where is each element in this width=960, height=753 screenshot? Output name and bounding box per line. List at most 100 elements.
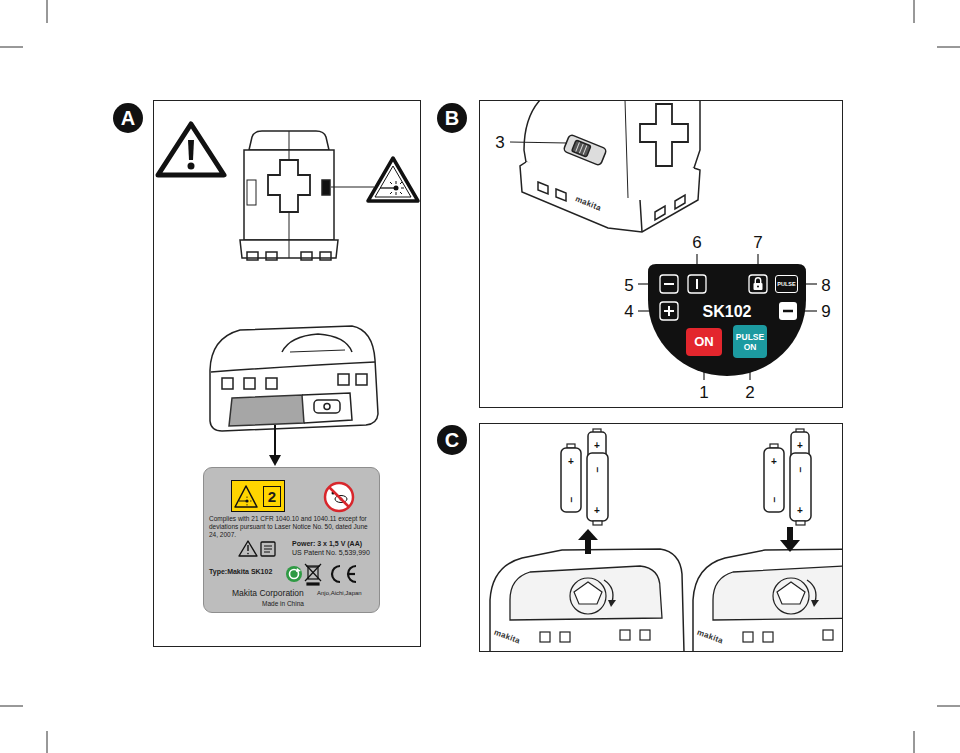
pulse-on-button: PULSE ON: [733, 325, 767, 358]
laser-icon-part: [247, 497, 248, 499]
callout-number: 1: [698, 384, 709, 401]
pointer-arrow-part: [269, 455, 281, 466]
device-top-view-part-part: [579, 144, 583, 153]
device-front-view-part: [247, 180, 256, 205]
leader-lines-part: [510, 142, 567, 143]
disposal-icon: [305, 564, 321, 585]
polarity-mark: +: [593, 441, 601, 451]
recycle-icon-part: [296, 568, 301, 572]
leader-line: [331, 186, 374, 187]
device-front-view-part: [301, 252, 312, 260]
direction-arrows-part: [787, 527, 793, 542]
ce-mark-part: [332, 566, 340, 582]
plus-button-part: [668, 306, 670, 316]
crop-marks-part: [914, 731, 915, 753]
device-top-view-part: [520, 162, 700, 232]
caution-icon-part: [247, 553, 249, 555]
direction-arrows-part: [585, 538, 591, 554]
device-top-view-part-part: [572, 140, 591, 157]
crop-marks-part: [937, 47, 960, 48]
polarity-mark: +: [796, 506, 804, 516]
brand-logo: makita: [492, 628, 522, 645]
laser-hazard-sign-part: [390, 181, 404, 195]
manual-icon-part: [264, 546, 272, 547]
laser-hazard-sign-part: [375, 166, 411, 197]
laser-hazard-sign: [368, 158, 418, 201]
device-front-view-part: [320, 252, 331, 260]
device-front-view-part: [268, 160, 310, 212]
device-bottom-view-part: [290, 350, 345, 352]
device-front-view-part: [289, 131, 290, 160]
device-front-view-part: [322, 180, 330, 195]
device-front-view-part: [247, 252, 258, 260]
laser-icon-part: [250, 501, 252, 502]
panel-frame: AComplies with 21 CFR 1040.10 and 1040.1…: [153, 100, 421, 647]
direction-arrows-part: [578, 529, 598, 540]
maker-name: Makita Corporation: [232, 588, 304, 598]
plus-button-part: [660, 302, 678, 320]
device-bottom-view-part: [324, 404, 330, 410]
leader-lines: [510, 142, 817, 380]
manual-icon-part: [264, 549, 272, 550]
device-bottom-view-part: [222, 378, 233, 389]
laser-hazard-sign-part-part: [396, 181, 397, 184]
button-text: PULSE: [776, 276, 797, 292]
on-button: ON: [686, 328, 722, 356]
lock-button-part: [757, 286, 759, 288]
device-bottom-view-part: [244, 378, 255, 389]
panel-letter: A: [113, 103, 143, 133]
callout-number: 4: [623, 303, 634, 320]
battery-insertion-scene: [693, 429, 842, 651]
callout-number: 3: [494, 134, 505, 151]
power-button: [688, 275, 706, 293]
lock-button: [749, 275, 767, 293]
no-eye-exposure-sign-part: [329, 487, 349, 507]
crop-marks-part: [937, 706, 960, 707]
polarity-mark: +: [770, 457, 778, 467]
crop-marks-part: [0, 706, 23, 707]
device-front-view-part: [289, 212, 290, 258]
device-top-view-part: [538, 182, 548, 194]
plus-button: [660, 302, 678, 320]
control-panel: SK102ONPULSE ONPULSE: [648, 264, 806, 376]
device-top-view-part-part: [583, 145, 587, 154]
laser-hazard-sign-part-part: [400, 182, 402, 184]
warning-triangle-part: [188, 140, 194, 160]
device-top-view-part: [655, 206, 665, 220]
device-bottom-view-part: [302, 393, 352, 423]
device-bottom-view-part: [266, 378, 277, 389]
polarity-mark: −: [795, 466, 805, 474]
laser-hazard-sign-part-part: [400, 192, 402, 194]
model-type: Type:Makita SK102: [209, 568, 272, 576]
crop-marks-part: [47, 0, 48, 23]
ce-mark-part: [348, 566, 356, 582]
panel-letter: B: [437, 103, 467, 133]
pointer-arrow: [269, 425, 281, 466]
manual-icon-part: [261, 542, 275, 556]
polarity-mark: −: [769, 496, 779, 504]
device-top-view-part: [625, 101, 628, 198]
device-front-view-part: [266, 252, 277, 260]
device-bottom-view-part: [338, 374, 349, 385]
laser-icon-part: [239, 501, 246, 502]
device-top-view: [520, 101, 700, 232]
warning-triangle-part: [188, 163, 195, 170]
power-button-part: [696, 279, 698, 289]
laser-icon-part: [247, 504, 248, 506]
power-button-part: [688, 275, 706, 293]
origin-note: Made in China: [262, 600, 304, 608]
callout-number: 2: [744, 384, 755, 401]
caution-icon-part: [247, 545, 248, 551]
crop-marks-part: [914, 0, 915, 23]
maker-address: Anjo,Aichi,Japan: [317, 590, 362, 597]
laser-hazard-sign-part-part: [390, 182, 392, 184]
laser-icon-part: [235, 486, 257, 507]
polarity-mark: −: [592, 466, 602, 474]
ce-mark: [332, 566, 356, 582]
callout-number: 9: [820, 303, 831, 320]
button-text: ON: [686, 328, 722, 356]
